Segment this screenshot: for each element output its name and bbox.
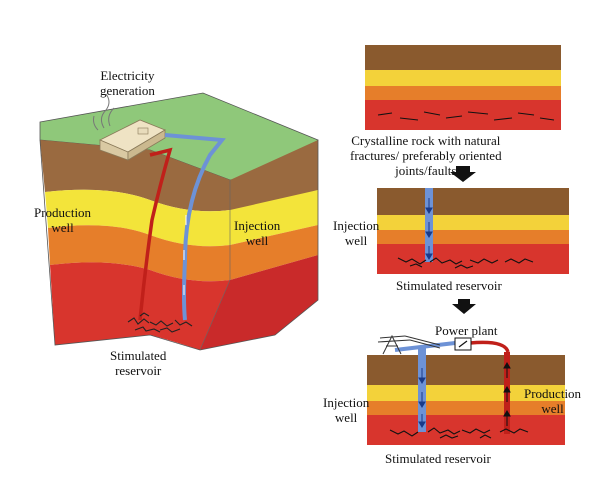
- electricity-generation-label: Electricity generation: [100, 68, 155, 98]
- step2-soil: [377, 188, 569, 215]
- step3-surface-production-pipe: [469, 340, 510, 353]
- step2-orange: [377, 230, 569, 244]
- yellow-layer-side: [230, 190, 318, 245]
- step3-injection-well-text: Injection well: [323, 395, 370, 425]
- step3-surface-injection-pipe: [394, 341, 456, 352]
- step2-yellow: [377, 215, 569, 230]
- step3-production-well-label: Production well: [524, 386, 581, 416]
- step3-production-arrows: [503, 362, 511, 426]
- left-production-well-label: Production well: [34, 205, 91, 235]
- electricity-generation-text: Electricity generation: [100, 68, 155, 98]
- step1-red: [365, 100, 561, 130]
- step3-injection-pipe: [418, 348, 426, 432]
- step3-power-plant-label: Power plant: [435, 323, 497, 338]
- injection-pipe: [164, 133, 226, 321]
- injection-flow-arrows: [183, 215, 187, 295]
- step1-soil: [365, 45, 561, 70]
- left-injection-well-label: Injection well: [234, 218, 280, 248]
- step3-power-plant-mark: [458, 340, 468, 348]
- step2-panel: [377, 188, 569, 274]
- step3-soil: [367, 355, 565, 385]
- step3-fractures: [389, 427, 529, 439]
- step2-stimulated-reservoir-text: Stimulated reservoir: [396, 278, 502, 293]
- step3-injection-well-label: Injection well: [323, 395, 369, 425]
- step2-injection-well-text: Injection well: [333, 218, 380, 248]
- orange-layer-side: [230, 225, 318, 280]
- step1-fractures: [377, 111, 555, 121]
- step3-production-well-text: Production well: [524, 386, 582, 416]
- soil-layer-front: [40, 140, 230, 212]
- step2-stimulated-reservoir-label: Stimulated reservoir: [396, 278, 502, 293]
- step3-yellow: [367, 385, 565, 401]
- red-layer-side: [200, 255, 318, 350]
- step1-yellow: [365, 70, 561, 86]
- step1-caption-text: Crystalline rock with natural fractures/…: [350, 133, 502, 178]
- fracture-network: [127, 312, 193, 333]
- power-plant-building-icon: [99, 119, 166, 161]
- left-stimulated-reservoir-text: Stimulated reservoir: [110, 348, 167, 378]
- left-stimulated-reservoir-label: Stimulated reservoir: [110, 348, 166, 378]
- step2-flow-arrows: [425, 198, 433, 260]
- step2-injection-well-label: Injection well: [333, 218, 379, 248]
- step3-orange: [367, 401, 565, 415]
- step3-power-plant-text: Power plant: [435, 323, 498, 338]
- left-production-well-text: Production well: [34, 205, 92, 235]
- left-block: [39, 92, 319, 351]
- left-injection-well-text: Injection well: [234, 218, 281, 248]
- production-pipe: [138, 147, 173, 321]
- yellow-layer-front: [45, 189, 230, 247]
- step2-fractures: [397, 257, 534, 269]
- step3-injection-arrows: [418, 368, 426, 428]
- block-edge: [199, 180, 231, 351]
- step3-red: [367, 415, 565, 445]
- step3-stimulated-reservoir-text: Stimulated reservoir: [385, 451, 491, 466]
- step1-orange: [365, 86, 561, 100]
- down-arrow-1-icon: [450, 166, 476, 182]
- transmission-tower-icon: [377, 334, 441, 355]
- step3-panel: [367, 334, 565, 445]
- steam-plume-icon: [93, 93, 115, 131]
- step3-stimulated-reservoir-label: Stimulated reservoir: [385, 451, 491, 466]
- step1-panel: [365, 45, 561, 130]
- step1-caption: Crystalline rock with natural fractures/…: [350, 133, 502, 178]
- down-arrow-2-icon: [452, 299, 476, 314]
- step2-red: [377, 244, 569, 274]
